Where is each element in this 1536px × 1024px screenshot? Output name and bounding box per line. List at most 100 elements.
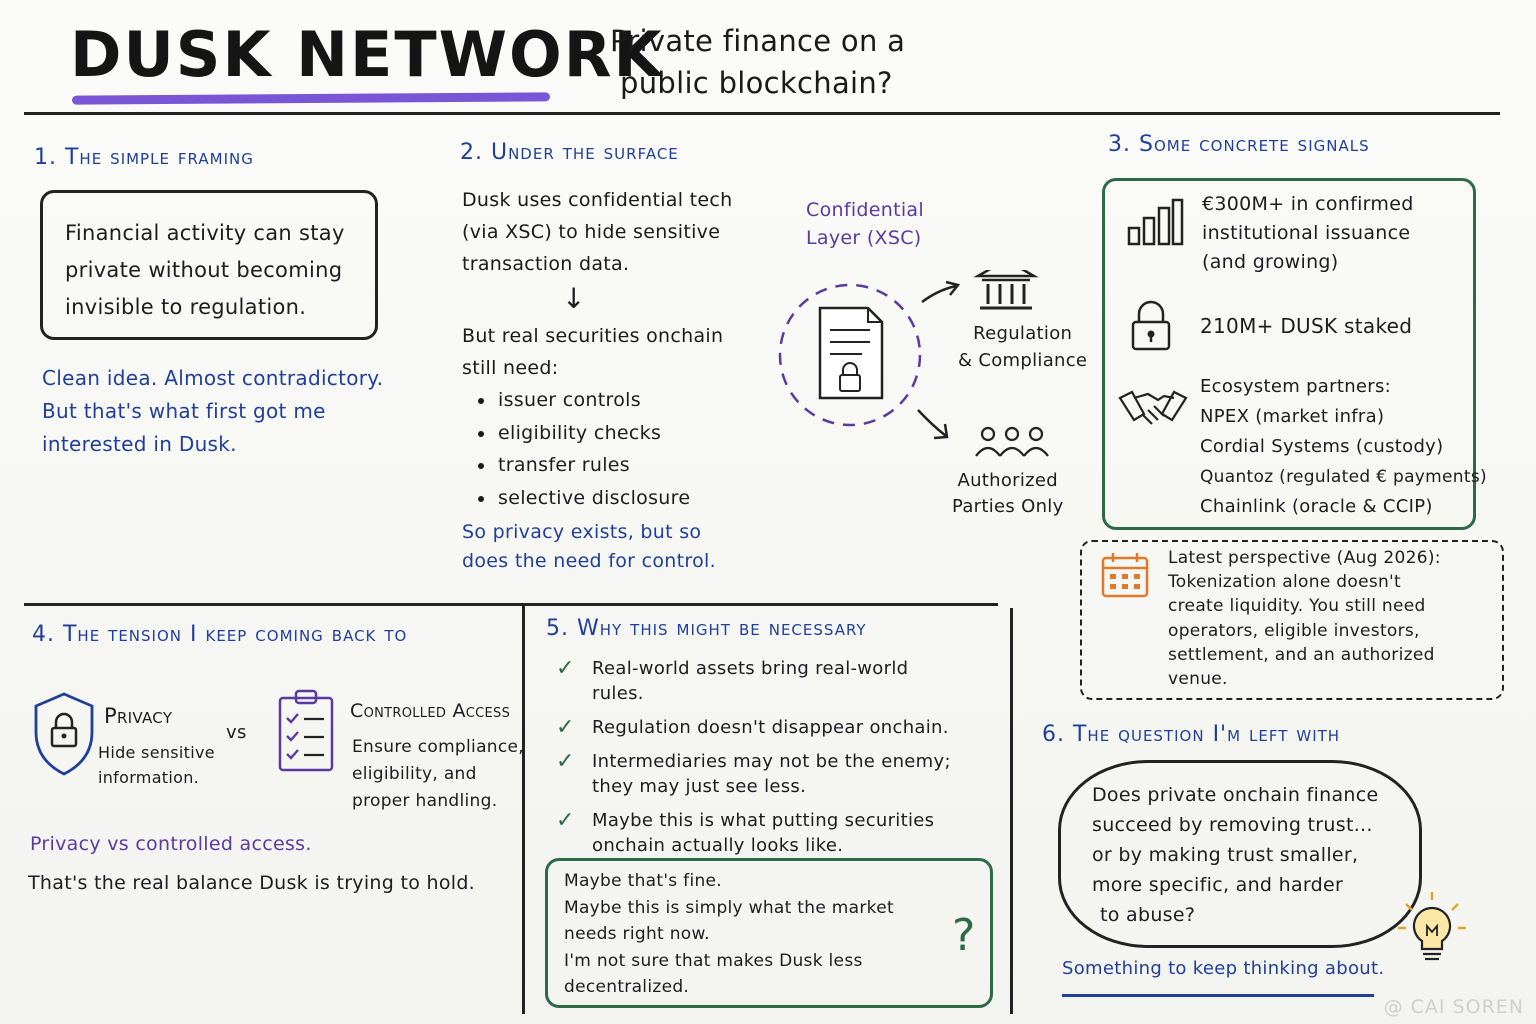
framing-line: invisible to regulation. (65, 295, 307, 319)
lightbulb-icon (1398, 892, 1466, 961)
partner-item: Cordial Systems (custody) (1200, 436, 1444, 457)
reflection-line: Maybe this is simply what the market (564, 897, 894, 918)
confidential-layer-circle (778, 283, 922, 427)
list-item: transfer rules (472, 449, 690, 482)
confidential-layer-label: Confidential Layer (XSC) (806, 196, 924, 252)
calendar-icon (1101, 553, 1149, 598)
partners-signal: Ecosystem partners: NPEX (market infra) … (1200, 372, 1487, 522)
intro-line: (via XSC) to hide sensitive (462, 221, 721, 243)
note-line: But that's what first got me (42, 399, 326, 423)
handshake-icon (1118, 390, 1188, 425)
partners-heading: Ecosystem partners: (1200, 376, 1392, 397)
closing-underline (1062, 994, 1374, 997)
question-line: succeed by removing trust... (1092, 814, 1373, 836)
reason-line: onchain actually looks like. (592, 835, 844, 856)
shield-lock-icon (34, 692, 94, 776)
reg-label-line: Regulation (973, 323, 1073, 344)
perspective-text: Latest perspective (Aug 2026): Tokenizat… (1168, 546, 1441, 691)
privacy-line: information. (98, 768, 200, 787)
reflection-line: decentralized. (564, 977, 690, 997)
reason-line: Regulation doesn't disappear onchain. (592, 717, 949, 738)
signal-line: €300M+ in confirmed (1202, 193, 1414, 215)
question-text: Does private onchain finance succeed by … (1092, 780, 1379, 930)
need-line: still need: (462, 357, 559, 379)
intro-line: Dusk uses confidential tech (462, 189, 733, 211)
reflection-line: I'm not sure that makes Dusk less (564, 950, 863, 971)
framing-line: private without becoming (65, 258, 343, 282)
checkmark-icon: ✓ (556, 808, 575, 833)
list-item: eligibility checks (472, 417, 690, 450)
signals-box (1102, 178, 1476, 530)
confidential-layer-diagram (778, 270, 1049, 457)
question-line: to abuse? (1100, 904, 1196, 926)
title-underline (71, 92, 551, 105)
staked-signal: 210M+ DUSK staked (1200, 314, 1413, 338)
question-mark-icon: ? (952, 910, 976, 961)
list-item: issuer controls (472, 384, 690, 417)
framing-line: Financial activity can stay (65, 221, 345, 245)
section6-title: 6. The question I'm left with (1042, 722, 1341, 747)
partner-item: NPEX (market infra) (1200, 406, 1385, 427)
checkmark-icon: ✓ (556, 656, 575, 681)
layer-label-line: Confidential (806, 199, 924, 221)
reflection-text: Maybe that's fine. Maybe this is simply … (564, 868, 894, 1001)
access-line: proper handling. (352, 791, 498, 811)
reg-label-line: & Compliance (958, 350, 1088, 371)
page-title: DUSK NETWORK (70, 18, 664, 91)
partner-item: Chainlink (oracle & CCIP) (1200, 496, 1433, 517)
note-line: Clean idea. Almost contradictory. (42, 366, 384, 390)
auth-label-line: Authorized (957, 470, 1059, 491)
authorized-label: Authorized Parties Only (952, 468, 1064, 520)
section5-title: 5. Why this might be necessary (546, 616, 867, 641)
section-divider-right (1010, 608, 1013, 1014)
access-desc: Ensure compliance, eligibility, and prop… (352, 734, 524, 815)
signal-line: institutional issuance (1202, 222, 1411, 244)
question-cloud (1058, 760, 1422, 948)
perspective-line: Tokenization alone doesn't (1168, 572, 1401, 593)
list-item: selective disclosure (472, 482, 690, 515)
down-arrow-icon: ↓ (562, 282, 586, 315)
section2-title: 2. Under the surface (460, 140, 679, 165)
list-item: ✓ Regulation doesn't disappear onchain. (548, 715, 998, 740)
surface-conclusion: So privacy exists, but so does the need … (462, 518, 716, 576)
reason-line: Intermediaries may not be the enemy; (592, 751, 951, 772)
lock-icon (1131, 300, 1171, 351)
checkmark-icon: ✓ (556, 715, 575, 740)
section1-title: 1. The simple framing (34, 145, 254, 170)
access-title: Controlled Access (350, 700, 511, 722)
tension-conclusion: That's the real balance Dusk is trying t… (28, 872, 476, 894)
checklist-clipboard-icon (278, 689, 334, 772)
versus-label: vs (226, 722, 247, 743)
people-group-icon (975, 426, 1049, 457)
framing-box: Financial activity can stay private with… (40, 190, 378, 340)
auth-label-line: Parties Only (952, 496, 1064, 517)
section4-title: 4. The tension I keep coming back to (32, 622, 408, 647)
tension-summary: Privacy vs controlled access. (30, 833, 312, 855)
list-item: ✓ Intermediaries may not be the enemy; t… (548, 749, 998, 799)
signal-line: (and growing) (1202, 251, 1339, 273)
question-line: Does private onchain finance (1092, 784, 1379, 806)
bank-building-icon (973, 270, 1039, 310)
reason-line: Real-world assets bring real-world (592, 658, 909, 679)
need-text: But real securities onchain still need: (462, 320, 723, 384)
checkmark-icon: ✓ (556, 749, 575, 774)
issuance-signal: €300M+ in confirmed institutional issuan… (1202, 190, 1414, 277)
watermark: @ CAI SOREN (1383, 996, 1524, 1018)
privacy-line: Hide sensitive (98, 743, 215, 762)
header-divider (24, 112, 1500, 115)
perspective-box (1080, 540, 1504, 700)
surface-intro: Dusk uses confidential tech (via XSC) to… (462, 184, 732, 280)
section-divider-left (522, 604, 525, 1014)
need-line: But real securities onchain (462, 325, 724, 347)
perspective-line: create liquidity. You still need (1168, 596, 1426, 617)
closing-note: Something to keep thinking about. (1062, 958, 1385, 979)
reflection-line: Maybe that's fine. (564, 871, 723, 891)
privacy-title: Privacy (104, 704, 173, 728)
conclusion-line: So privacy exists, but so (462, 521, 702, 543)
reasons-list: ✓ Real-world assets bring real-world rul… (548, 656, 998, 867)
arrow-to-regulation-icon (921, 280, 961, 304)
access-line: eligibility, and (352, 764, 477, 784)
needs-list: issuer controls eligibility checks trans… (472, 384, 690, 514)
question-line: more specific, and harder (1092, 874, 1344, 896)
